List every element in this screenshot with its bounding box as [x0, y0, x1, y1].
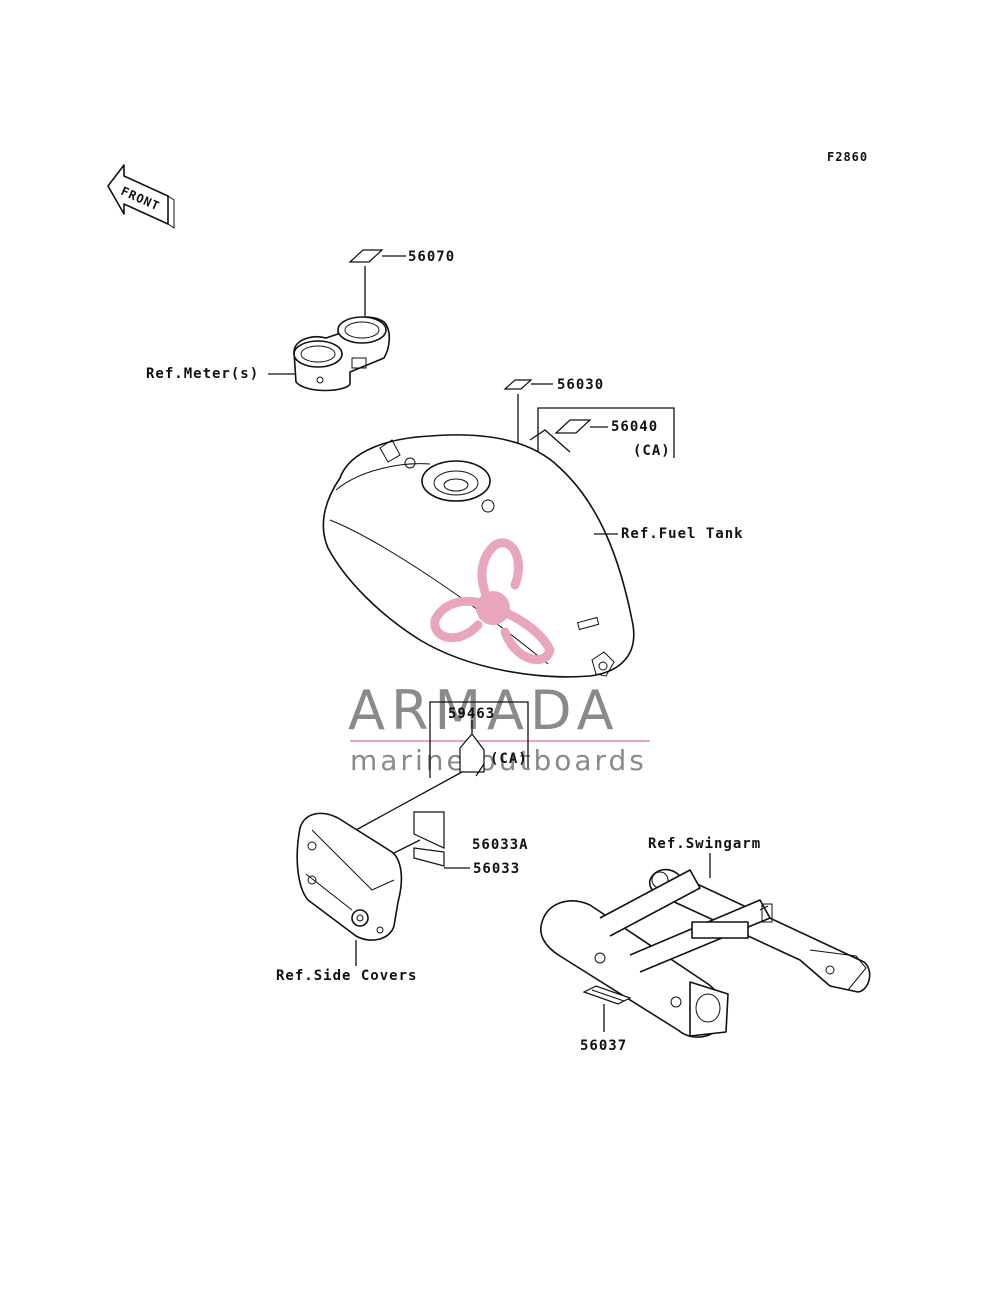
- decal-56037: [582, 985, 632, 1032]
- part-56070: 56070: [408, 249, 455, 265]
- front-arrow-icon: FRONT: [107, 164, 175, 229]
- watermark-brand: ARMADA: [348, 679, 620, 742]
- ref-meters: Ref.Meter(s): [146, 366, 259, 382]
- part-59463: 59463: [448, 706, 495, 722]
- decal-56070: [348, 249, 406, 316]
- part-56033A: 56033A: [472, 837, 529, 853]
- ref-fuel-tank: Ref.Fuel Tank: [621, 526, 744, 542]
- part-56040-note: (CA): [633, 443, 671, 459]
- propeller-logo-icon: [430, 538, 555, 665]
- part-56040: 56040: [611, 419, 658, 435]
- swingarm: [540, 868, 871, 1038]
- decal-59463: [355, 701, 529, 831]
- watermark: ARMADA marine outboards: [348, 538, 650, 777]
- ref-swingarm: Ref.Swingarm: [648, 836, 761, 852]
- part-56030: 56030: [557, 377, 604, 393]
- part-56037: 56037: [580, 1038, 627, 1054]
- figure-code: F2860: [827, 150, 868, 164]
- part-56033: 56033: [473, 861, 520, 877]
- part-59463-note: (CA): [490, 751, 528, 767]
- decal-56040: [529, 407, 675, 487]
- fuel-tank: [322, 434, 635, 678]
- ref-side-covers: Ref.Side Covers: [276, 968, 417, 984]
- watermark-tagline: marine outboards: [350, 744, 647, 777]
- meter-assembly: [293, 316, 391, 392]
- decal-56033: [413, 847, 470, 869]
- side-cover: [296, 812, 403, 941]
